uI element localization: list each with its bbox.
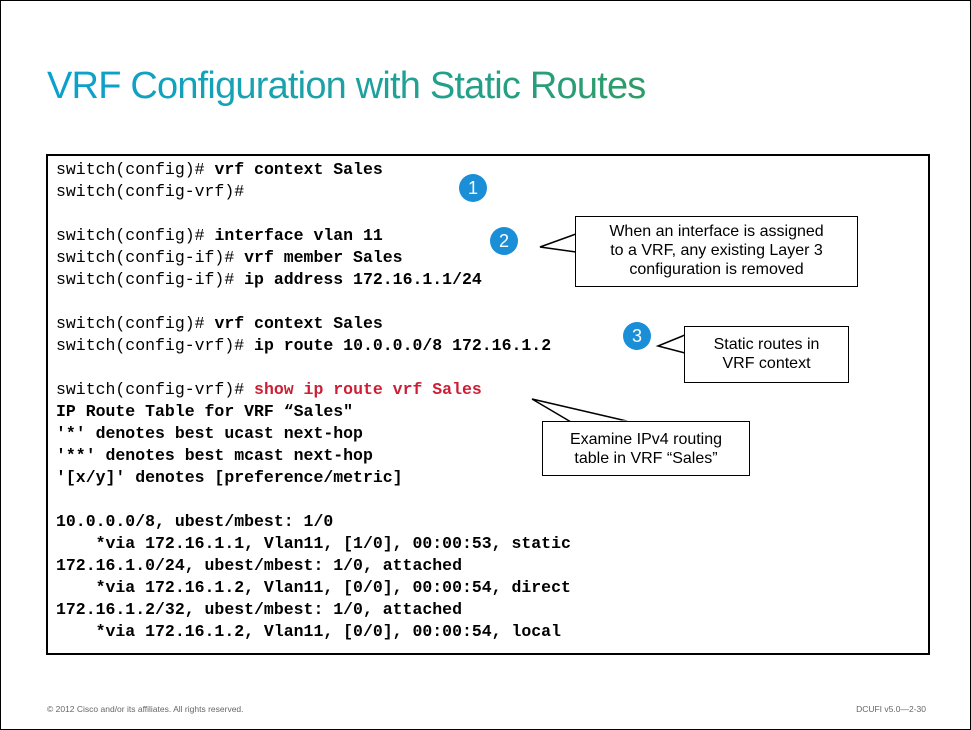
cli-output-line: *via 172.16.1.1, Vlan11, [1/0], 00:00:53… [56,534,571,553]
footer-course-code: DCUFI v5.0—2-30 [856,704,926,714]
callout-text: When an interface is assigned [609,223,824,240]
callout-text: Examine IPv4 routing [569,431,723,448]
cli-output-line: 10.0.0.0/8, ubest/mbest: 1/0 [56,512,334,531]
callout-text: configuration is removed [629,261,804,278]
callout-text: table in VRF “Sales” [574,450,718,467]
cli-output-line: IP Route Table for VRF “Sales" [56,402,354,421]
callout-examine-routing-table: Examine IPv4 routing table in VRF “Sales… [542,421,750,476]
callout-text: VRF context [722,355,811,372]
footer-copyright: © 2012 Cisco and/or its affiliates. All … [47,704,244,714]
callout-layer3-removed: When an interface is assigned to a VRF, … [575,216,858,287]
cli-output-line: '[x/y]' denotes [preference/metric] [56,468,403,487]
cli-line: switch(config-if)# ip address 172.16.1.1… [56,270,482,289]
callout-pointer-1 [539,232,577,253]
cli-line-show-command: switch(config-vrf)# show ip route vrf Sa… [56,380,482,399]
step-badge-3: 3 [623,322,651,350]
callout-pointer-2 [655,333,686,354]
cli-line: switch(config-vrf)# [56,182,245,201]
cli-output-line: '**' denotes best mcast next-hop [56,446,373,465]
cli-line: switch(config-if)# vrf member Sales [56,248,403,267]
callout-static-routes: Static routes in VRF context [684,326,849,383]
cli-line: switch(config)# vrf context Sales [56,160,383,179]
cli-output-line: 172.16.1.2/32, ubest/mbest: 1/0, attache… [56,600,462,619]
cli-line: switch(config-vrf)# ip route 10.0.0.0/8 … [56,336,552,355]
cli-line: switch(config)# vrf context Sales [56,314,383,333]
callout-text: Static routes in [713,336,820,353]
cli-output-line: 172.16.1.0/24, ubest/mbest: 1/0, attache… [56,556,462,575]
callout-text: to a VRF, any existing Layer 3 [610,242,823,259]
cli-output-line: '*' denotes best ucast next-hop [56,424,363,443]
cli-output-line: *via 172.16.1.2, Vlan11, [0/0], 00:00:54… [56,578,571,597]
cli-line: switch(config)# interface vlan 11 [56,226,383,245]
cli-output-line: *via 172.16.1.2, Vlan11, [0/0], 00:00:54… [56,622,561,641]
callout-pointer-3 [531,398,632,423]
step-badge-1: 1 [459,174,487,202]
slide-title: VRF Configuration with Static Routes [47,65,646,107]
step-badge-2: 2 [490,227,518,255]
